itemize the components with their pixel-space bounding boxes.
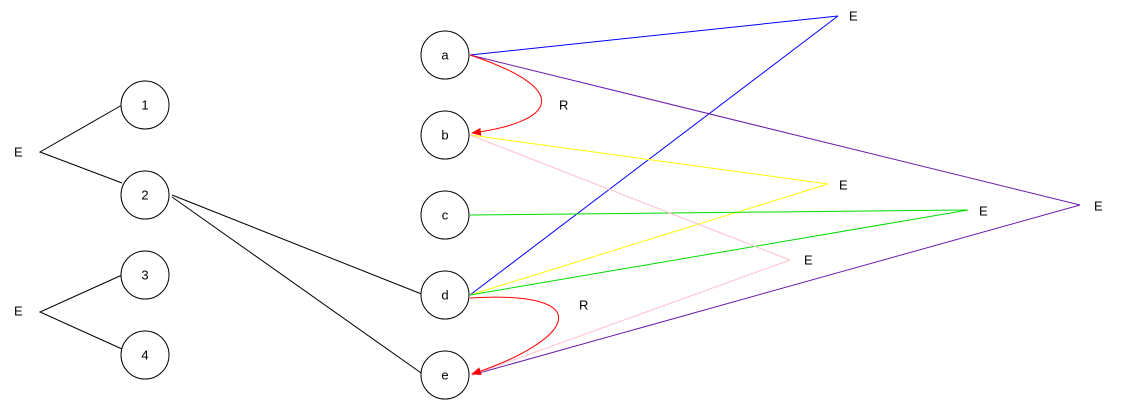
node-2-label: 2 [141,188,148,203]
node-c[interactable]: c [420,190,470,240]
edge-2-e [171,196,425,376]
edge-d-yellow-e [469,183,829,296]
node-1[interactable]: 1 [120,80,170,130]
edge-e-to-1 [38,104,123,184]
label-e-group-top: E [14,145,23,160]
edge-a-blue-e [469,15,839,56]
node-e-label: e [441,368,448,383]
label-e-group-bottom: E [14,304,23,319]
node-b-label: b [441,128,448,143]
node-3-label: 3 [141,268,148,283]
node-4[interactable]: 4 [120,330,170,380]
label-r-a-b: R [559,98,568,113]
label-e-pink: E [804,253,813,268]
relation-d-e-arrow [469,296,559,375]
node-4-label: 4 [141,348,148,363]
edge-e-pink-e [471,259,791,376]
label-r-d-e: R [579,298,588,313]
edge-d-blue-e [469,15,839,296]
node-d[interactable]: d [420,270,470,320]
edge-d-green-e [469,209,969,296]
node-e[interactable]: e [420,350,470,400]
edge-2-d [171,194,425,296]
label-e-green: E [979,204,988,219]
node-3[interactable]: 3 [120,250,170,300]
edge-e-purple-e [471,204,1081,376]
edge-e-to-3-4 [38,274,123,350]
node-1-label: 1 [141,98,148,113]
node-d-label: d [441,288,448,303]
relation-a-b-arrow [469,54,542,136]
edge-b-yellow-e [469,134,829,185]
node-a-label: a [441,48,449,63]
label-e-purple: E [1094,199,1103,214]
node-a[interactable]: a [420,30,470,80]
edge-b-pink-e [469,134,791,261]
edge-c-green-e [469,209,969,216]
node-c-label: c [442,208,449,223]
node-b[interactable]: b [420,110,470,160]
node-2[interactable]: 2 [120,170,170,220]
label-e-yellow: E [839,178,848,193]
label-e-top-right: E [849,9,858,24]
edge-a-purple-e [469,54,1081,206]
